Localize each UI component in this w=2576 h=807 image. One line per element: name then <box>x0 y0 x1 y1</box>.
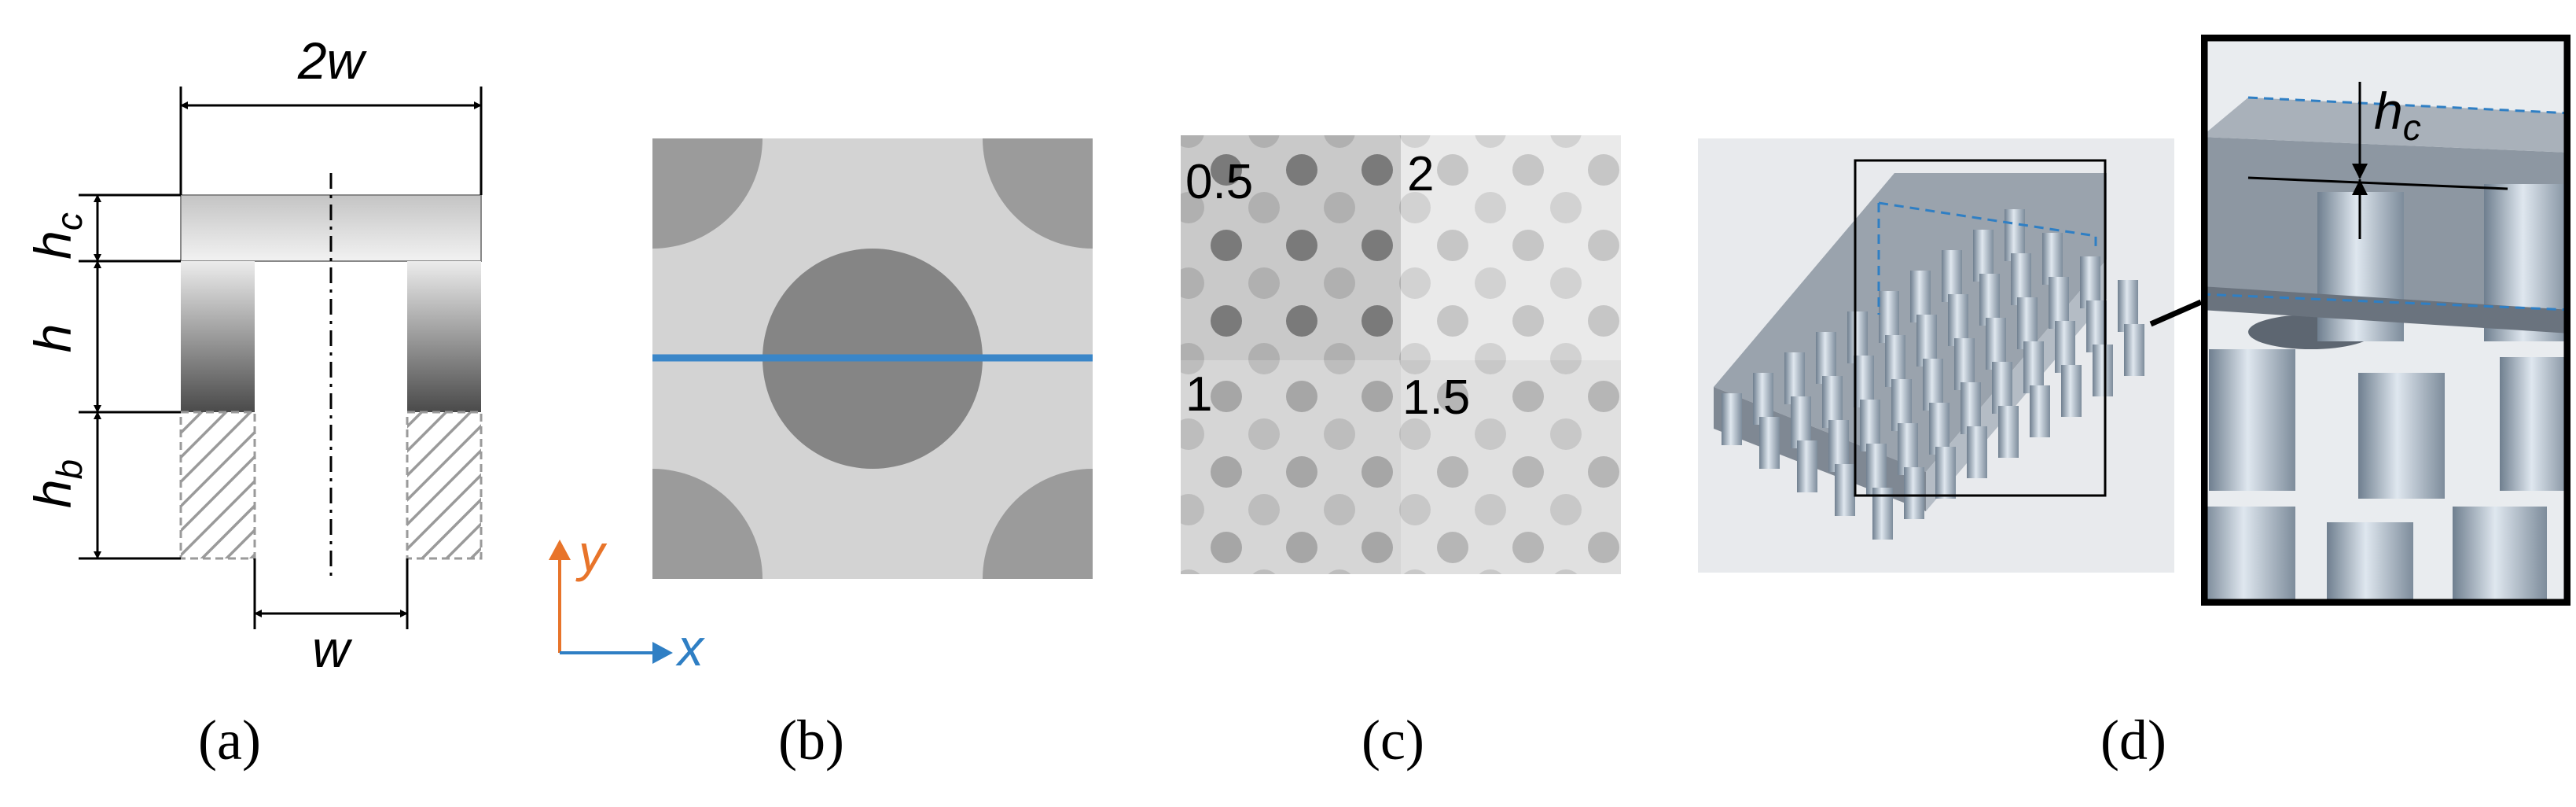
pillar-array <box>1722 209 2144 540</box>
pillar <box>1986 318 2006 370</box>
corner-hole <box>652 138 763 249</box>
quadrant-label-bl: 1 <box>1185 367 1212 422</box>
pillar <box>2030 385 2050 437</box>
pillar <box>1954 338 1975 390</box>
pillar <box>1929 403 1949 455</box>
pillar <box>1973 230 1994 282</box>
pillar <box>2118 280 2138 332</box>
corner-hole <box>983 469 1093 579</box>
corner-hole <box>652 469 763 579</box>
caption-c: (c) <box>1361 709 1424 772</box>
pillar <box>1822 376 1843 428</box>
pillar <box>1879 291 1899 343</box>
label-2w: 2w <box>297 31 368 90</box>
pillar <box>1935 447 1956 499</box>
pillar <box>1979 274 2000 326</box>
quadrant-label-tl: 0.5 <box>1185 155 1253 209</box>
pillar <box>1885 335 1905 387</box>
caption-b: (b) <box>778 709 844 772</box>
pillar <box>1854 356 1874 407</box>
pillar <box>1860 400 1880 451</box>
left-base <box>179 411 256 560</box>
caption-d: (d) <box>2100 709 2166 772</box>
quadrant-label-tr: 2 <box>1407 147 1434 201</box>
pillar <box>1967 426 1987 478</box>
x-axis-head <box>652 642 673 664</box>
quadrant-tl <box>1181 135 1401 360</box>
inset: hc <box>2201 35 2570 606</box>
pillar <box>1828 420 1849 472</box>
pillar <box>1960 382 1981 434</box>
caption-a: (a) <box>198 709 261 772</box>
pillar <box>1916 315 1937 367</box>
pillar <box>1948 294 1968 346</box>
pillar <box>2055 321 2075 373</box>
pillar <box>1904 467 1924 519</box>
label-hb: hb <box>24 459 90 508</box>
panel-b: y x (b) <box>549 138 1093 772</box>
pillar <box>1998 406 2019 458</box>
pillar <box>1898 423 1918 475</box>
right-leg <box>407 261 481 412</box>
panel-a: 2w hc h hb w (a) <box>24 31 483 772</box>
pillar <box>1923 359 1943 411</box>
pillar <box>1992 362 2012 414</box>
quadrant-tr <box>1401 135 1621 360</box>
pillar <box>2042 233 2063 285</box>
pillar <box>1784 352 1805 404</box>
pillar <box>1910 271 1931 322</box>
y-axis-head <box>549 540 571 560</box>
pillar <box>2049 277 2069 329</box>
quadrant-br <box>1401 360 1621 574</box>
pillar <box>2124 324 2144 376</box>
pillar <box>1753 373 1773 425</box>
pillar <box>1891 379 1912 431</box>
pillar <box>1797 440 1817 492</box>
label-hc: hc <box>24 212 90 260</box>
pillar <box>2017 297 2038 349</box>
label-y: y <box>575 524 608 582</box>
quadrant-bl <box>1181 360 1401 574</box>
pillar <box>2080 256 2100 308</box>
pillar <box>1847 311 1868 363</box>
pillar <box>1942 250 1962 302</box>
label-x: x <box>675 618 705 676</box>
pillar <box>2086 300 2107 352</box>
pillar <box>2005 209 2025 261</box>
label-h: h <box>24 324 82 353</box>
corner-hole <box>983 138 1093 249</box>
right-base <box>406 411 483 560</box>
inset-label-hc: hc <box>2374 82 2421 148</box>
pillar <box>2011 253 2031 305</box>
left-leg <box>181 261 255 412</box>
quadrant-label-br: 1.5 <box>1402 370 1470 425</box>
label-w: w <box>312 620 353 678</box>
panel-c: 0.5 2 1 1.5 (c) <box>1181 135 1621 772</box>
pillar <box>1759 417 1780 469</box>
pillar <box>2061 365 2082 417</box>
pillar <box>2023 341 2044 393</box>
cut-line <box>1877 201 2097 315</box>
panel-d: hc (d) <box>1698 35 2570 772</box>
zoom-connector <box>2149 299 2203 327</box>
pillar <box>1866 444 1887 496</box>
pillar <box>1816 332 1836 384</box>
zoom-box <box>1854 159 2107 497</box>
pillar <box>1722 393 1742 445</box>
pillar <box>1791 396 1811 448</box>
pillar <box>1835 464 1855 516</box>
pillar <box>2093 345 2113 396</box>
